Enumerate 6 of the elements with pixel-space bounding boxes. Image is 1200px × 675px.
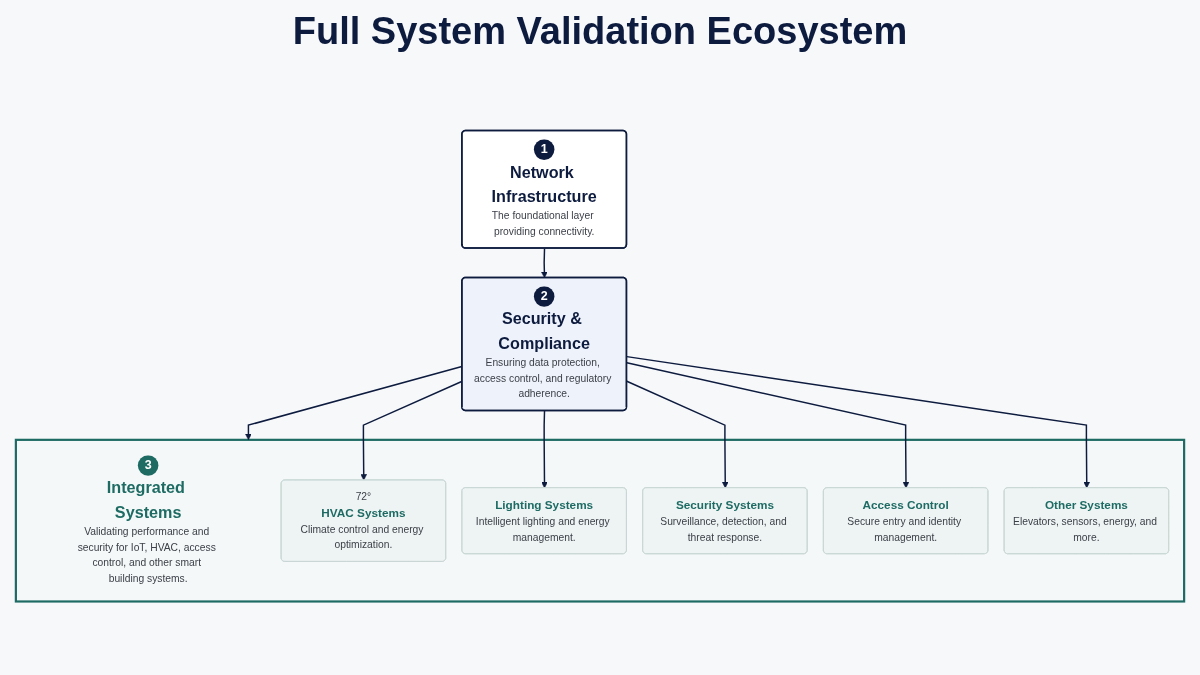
arrow xyxy=(626,355,1090,489)
arrow xyxy=(626,362,910,489)
arrow xyxy=(626,380,729,489)
arrow xyxy=(541,247,548,279)
diagram-title: Full System Validation Ecosystem xyxy=(292,10,908,53)
arrow xyxy=(541,410,548,489)
